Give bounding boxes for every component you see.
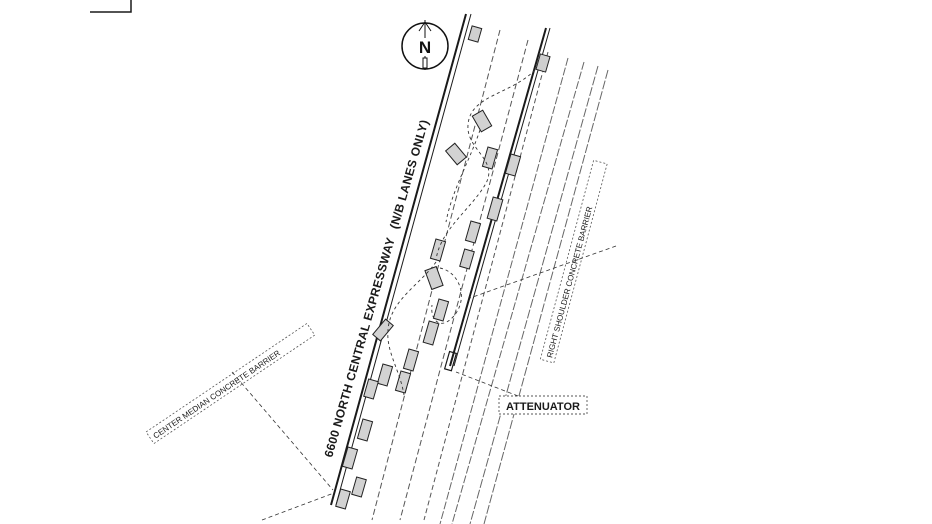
center-median-leader <box>231 371 334 491</box>
right-shoulder-barrier <box>449 27 547 367</box>
lane-line <box>399 39 529 521</box>
vehicle-path <box>445 129 481 223</box>
lane-line <box>469 65 599 524</box>
callout-box <box>539 159 608 364</box>
roadway-name-label: 6600 NORTH CENTRAL EXPRESSWAY (N/B LANES… <box>321 118 431 459</box>
median-barrier-line <box>330 13 467 506</box>
vehicle <box>464 220 482 244</box>
vehicle <box>471 109 493 133</box>
vehicle-path <box>387 261 437 396</box>
north-arrow-head-icon <box>418 21 432 32</box>
roadway <box>330 13 609 524</box>
vehicle <box>341 446 359 470</box>
right-shoulder-callout: RIGHT SHOULDER CONCRETE BARRIER <box>539 159 608 364</box>
vehicle <box>335 488 351 510</box>
center-median-callout: CENTER MEDIAN CONCRETE BARRIER <box>145 322 316 445</box>
right-shoulder-leader <box>469 245 617 299</box>
lane-line <box>423 51 549 521</box>
lane-line <box>439 57 569 524</box>
north-arrow: N <box>401 20 449 70</box>
frame-corner <box>90 0 132 13</box>
vehicle <box>459 248 475 270</box>
center-median-label: CENTER MEDIAN CONCRETE BARRIER <box>152 348 283 440</box>
median-barrier-line <box>335 13 472 506</box>
vehicle <box>504 153 522 177</box>
roadway-qualifier: (N/B LANES ONLY) <box>387 118 432 231</box>
vehicle <box>422 320 440 346</box>
attenuator-callout: ATTENUATOR <box>498 395 588 415</box>
vehicle <box>376 363 394 387</box>
attenuator <box>443 350 458 372</box>
vehicle <box>535 53 551 73</box>
roadway-name: 6600 NORTH CENTRAL EXPRESSWAY <box>321 236 397 459</box>
callout-box <box>145 322 316 445</box>
vehicle <box>372 318 394 342</box>
center-median-leader <box>261 492 335 521</box>
vehicle <box>424 265 444 291</box>
north-arrow-letter: N <box>419 38 431 57</box>
right-shoulder-barrier <box>453 27 551 367</box>
vehicle <box>363 378 379 400</box>
vehicle <box>432 298 450 322</box>
north-arrow-tail <box>422 57 428 69</box>
vehicle <box>467 25 483 43</box>
vehicle <box>481 146 499 170</box>
lane-line <box>451 61 585 524</box>
vehicle <box>486 196 504 222</box>
vehicle <box>394 370 412 394</box>
vehicle-path <box>435 69 536 261</box>
vehicle <box>444 142 468 166</box>
vehicle <box>356 418 374 442</box>
vehicle-paths <box>387 69 536 396</box>
lane-line <box>483 69 609 524</box>
vehicle <box>402 348 420 372</box>
vehicle-path <box>431 267 462 324</box>
callout-box <box>498 395 588 415</box>
attenuator-label: ATTENUATOR <box>506 401 580 413</box>
vehicle <box>351 476 367 498</box>
